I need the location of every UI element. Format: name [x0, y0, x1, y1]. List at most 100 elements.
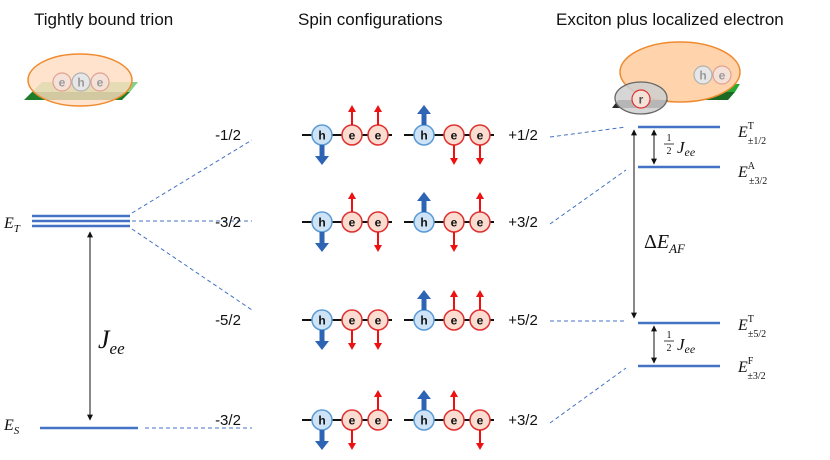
exciton-electron: e: [712, 65, 732, 85]
electron-particle: e: [367, 309, 389, 331]
hole-particle: h: [413, 211, 435, 233]
level-label-f-three-halves: EF±3/2: [737, 356, 766, 382]
spin-down-arrow: [450, 232, 458, 252]
svg-text:h: h: [318, 314, 325, 328]
spin-down-arrow: [315, 430, 329, 450]
hole-particle: h: [413, 409, 435, 431]
svg-text:e: e: [375, 414, 382, 428]
svg-text:h: h: [318, 216, 325, 230]
localized-electron: r: [631, 89, 651, 109]
svg-text:e: e: [451, 129, 458, 143]
electron-particle: e: [443, 124, 465, 146]
trion-hole: h: [71, 72, 91, 92]
level-label-t-half: ET±1/2: [737, 121, 766, 147]
electron-particle: e: [341, 211, 363, 233]
electron-particle: e: [341, 124, 363, 146]
svg-text:e: e: [477, 129, 484, 143]
svg-text:1: 1: [667, 133, 672, 144]
left-connectors: [131, 139, 253, 429]
svg-text:e: e: [477, 414, 484, 428]
spin-up-arrow: [476, 290, 484, 310]
svg-text:e: e: [477, 216, 484, 230]
trion-electron-right: e: [90, 72, 110, 92]
spin-row-2-right-value: +3/2: [508, 214, 538, 231]
svg-text:h: h: [77, 76, 84, 90]
hole-particle: h: [311, 124, 333, 146]
header-exciton-localized-electron: Exciton plus localized electron: [556, 10, 784, 29]
jee-label: Jee: [98, 325, 125, 358]
svg-text:e: e: [375, 129, 382, 143]
svg-text:Jee: Jee: [677, 335, 696, 356]
spin-row-1-right-value: +1/2: [508, 127, 538, 144]
svg-text:e: e: [451, 314, 458, 328]
spin-up-arrow: [374, 105, 382, 125]
right-connectors: [549, 126, 627, 424]
svg-text:e: e: [477, 314, 484, 328]
trion-icon: e h e: [24, 53, 138, 107]
level-label-t-five-halves: ET±5/2: [737, 314, 766, 340]
electron-particle: e: [341, 309, 363, 331]
spin-row-1-left-value: -1/2: [215, 127, 241, 144]
electron-particle: e: [367, 124, 389, 146]
spin-up-arrow: [348, 192, 356, 212]
spin-down-arrow: [476, 430, 484, 450]
svg-text:h: h: [420, 414, 427, 428]
svg-text:h: h: [420, 216, 427, 230]
spin-row-3-right-value: +5/2: [508, 312, 538, 329]
svg-text:h: h: [699, 69, 706, 83]
svg-text:e: e: [59, 76, 66, 90]
electron-particle: e: [341, 409, 363, 431]
svg-text:e: e: [349, 129, 356, 143]
electron-particle: e: [443, 409, 465, 431]
spin-up-arrow: [417, 192, 431, 212]
svg-text:e: e: [349, 314, 356, 328]
spin-row-4-left-value: -3/2: [215, 412, 241, 429]
svg-text:h: h: [318, 414, 325, 428]
electron-particle: e: [469, 124, 491, 146]
header-tightly-bound-trion: Tightly bound trion: [34, 10, 174, 29]
spin-up-arrow: [417, 290, 431, 310]
hole-particle: h: [413, 124, 435, 146]
spin-up-arrow: [417, 105, 431, 125]
svg-text:h: h: [420, 314, 427, 328]
spin-down-arrow: [315, 145, 329, 165]
hole-particle: h: [413, 309, 435, 331]
electron-particle: e: [443, 309, 465, 331]
right-level-labels: ET±1/2 EA±3/2 ET±5/2 EF±3/2: [737, 121, 767, 382]
trion-electron-left: e: [52, 72, 72, 92]
svg-text:e: e: [375, 216, 382, 230]
spin-up-arrow: [417, 390, 431, 410]
spin-up-arrow: [476, 192, 484, 212]
upper-half-jee-label: 1 2 Jee: [664, 133, 696, 159]
spin-row-2-left-value: -3/2: [215, 214, 241, 231]
header-spin-configurations: Spin configurations: [298, 10, 443, 29]
electron-particle: e: [367, 211, 389, 233]
svg-text:e: e: [451, 216, 458, 230]
spin-down-arrow: [374, 330, 382, 350]
hole-particle: h: [311, 211, 333, 233]
svg-text:2: 2: [667, 343, 672, 354]
electron-particle: e: [367, 409, 389, 431]
svg-text:h: h: [318, 129, 325, 143]
spin-up-arrow: [450, 390, 458, 410]
electron-particle: e: [469, 309, 491, 331]
svg-text:2: 2: [667, 146, 672, 157]
et-label: ET: [3, 215, 21, 235]
spin-up-arrow: [348, 105, 356, 125]
spin-down-arrow: [450, 145, 458, 165]
lower-half-jee-label: 1 2 Jee: [664, 330, 696, 356]
hole-particle: h: [311, 309, 333, 331]
spin-down-arrow: [476, 145, 484, 165]
electron-particle: e: [469, 211, 491, 233]
electron-particle: e: [469, 409, 491, 431]
level-label-a-three-halves: EA±3/2: [737, 161, 767, 187]
spin-up-arrow: [374, 390, 382, 410]
